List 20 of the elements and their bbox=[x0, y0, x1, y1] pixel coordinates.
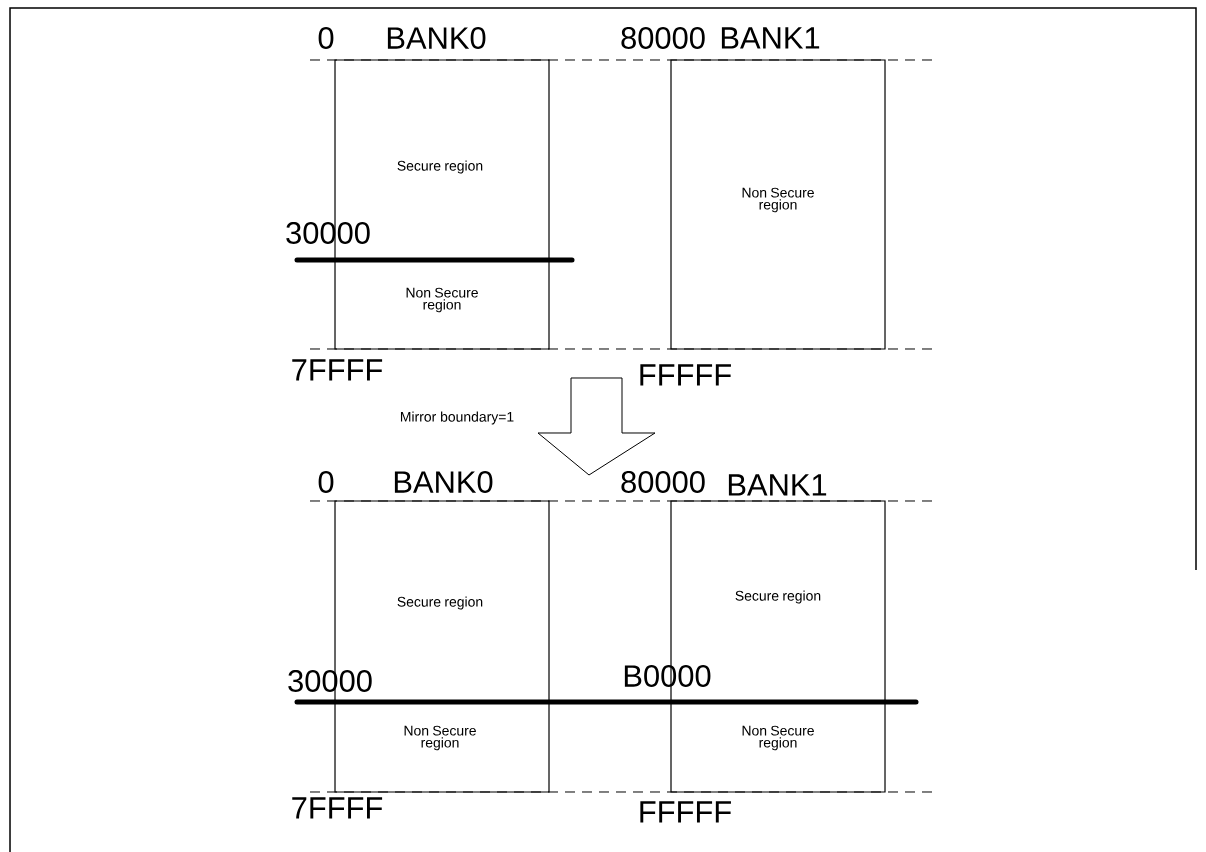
address-label: 0 bbox=[318, 471, 334, 493]
region-label: Secure region bbox=[397, 160, 483, 174]
bank-label: BANK0 bbox=[394, 471, 493, 493]
region-label: Non Secure region bbox=[742, 725, 814, 751]
address-label: 7FFFF bbox=[292, 797, 383, 819]
address-label: FFFFF bbox=[640, 364, 731, 386]
region-label: Non Secure region bbox=[404, 725, 476, 751]
region-label: Secure region bbox=[397, 596, 483, 610]
bank-label: BANK0 bbox=[387, 27, 486, 49]
address-label: 0 bbox=[318, 27, 334, 49]
address-label: 7FFFF bbox=[292, 359, 383, 381]
address-label: 80000 bbox=[621, 27, 705, 49]
address-label: FFFFF bbox=[640, 801, 731, 823]
region-label: Secure region bbox=[735, 590, 821, 604]
address-label: 80000 bbox=[621, 471, 705, 493]
region-label: Non Secure region bbox=[742, 187, 814, 213]
region-label: Non Secure region bbox=[406, 287, 478, 313]
note-label: Mirror boundary=1 bbox=[400, 411, 514, 425]
bank-label: BANK1 bbox=[728, 474, 827, 496]
bank-label: BANK1 bbox=[721, 27, 820, 49]
